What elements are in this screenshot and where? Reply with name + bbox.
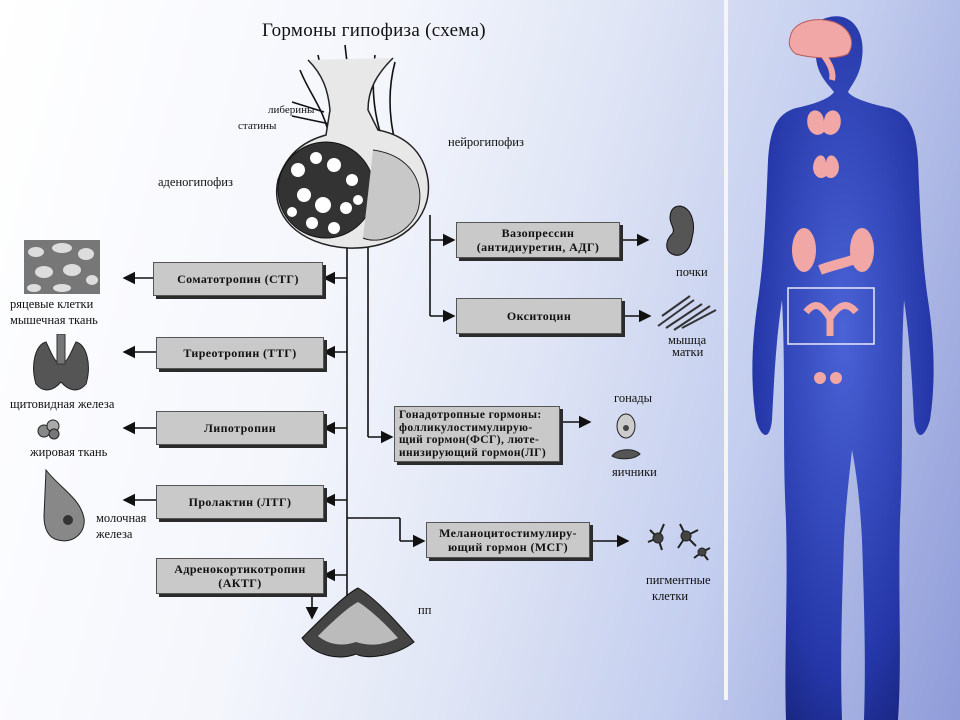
uterus-muscle-label-1: мышца [668, 333, 707, 347]
acth-line-1: Адренокортикотропин [174, 562, 306, 576]
somatotropin-box: Соматотропин (СТГ) [153, 262, 323, 296]
pigment-label-1: пигментные [646, 573, 711, 587]
adenohypophysis-label: аденогипофиз [158, 175, 233, 189]
mammary-label-1: молочная [96, 511, 147, 525]
ovary-icon [611, 449, 641, 460]
fat-label: жировая ткань [30, 445, 108, 459]
acth-line-2: (АКТГ) [218, 576, 262, 590]
pigment-cell-icon [647, 523, 711, 561]
msh-box: Меланоцитостимулиру- ющий гормон (МСГ) [426, 522, 590, 558]
striated-label-2: мышечная ткань [10, 313, 98, 327]
vasopressin-line-1: Вазопрессин [501, 226, 575, 240]
vasopressin-box: Вазопрессин (антидиуретин, АДГ) [456, 222, 620, 258]
pigment-label-2: клетки [652, 589, 689, 603]
gonadotropin-box: Гонадотропные гормоны: фолликулостимулир… [394, 406, 560, 462]
page-title: Гормоны гипофиза (схема) [262, 20, 486, 41]
uterus-muscle-label-2: матки [672, 345, 704, 359]
mammary-label-2: железа [96, 527, 133, 541]
striated-label-1: ряцевые клетки [10, 297, 94, 311]
lipotropin-box: Липотропин [156, 411, 324, 445]
gonado-line-3: щий гормон(ФСГ), люте- [399, 434, 540, 446]
adrenal-gland-icon [301, 587, 415, 658]
gonado-line-2: фолликулостимулирую- [399, 421, 533, 434]
thyroid-icon [33, 334, 89, 391]
acth-box: Адренокортикотропин (АКТГ) [156, 558, 324, 594]
gonado-line-1: Гонадотропные гормоны: [399, 409, 542, 421]
panel-divider [724, 0, 728, 700]
thyroid-label: щитовидная железа [10, 397, 115, 411]
muscle-fibers-icon [657, 295, 717, 331]
thyrotropin-box: Тиреотропин (ТТГ) [156, 337, 324, 369]
liberins-label: либерины [268, 104, 315, 116]
neurohypophysis-label: нейрогипофиз [448, 135, 524, 149]
human-body-icon [752, 16, 934, 720]
statins-label: статины [238, 120, 277, 132]
kidney-icon [666, 205, 694, 256]
msh-line-1: Меланоцитостимулиру- [439, 526, 577, 540]
ovaries-label: яичники [612, 465, 657, 479]
gonads-label: гонады [614, 391, 653, 405]
striated-muscle-icon [24, 240, 100, 294]
msh-line-2: ющий гормон (МСГ) [447, 540, 569, 554]
fat-cells-icon [37, 419, 60, 440]
oxytocin-box: Окситоцин [456, 298, 622, 334]
prolactin-box: Пролактин (ЛТГ) [156, 485, 324, 519]
kidneys-label: почки [676, 265, 708, 279]
gonad-icon [616, 413, 636, 439]
pituitary-gland-icon [275, 57, 430, 249]
vasopressin-line-2: (антидиуретин, АДГ) [476, 240, 600, 254]
gonado-line-4: инизирующий гормон(ЛГ) [399, 446, 547, 459]
adrenal-label: пп [418, 603, 432, 617]
breast-icon [43, 468, 85, 542]
